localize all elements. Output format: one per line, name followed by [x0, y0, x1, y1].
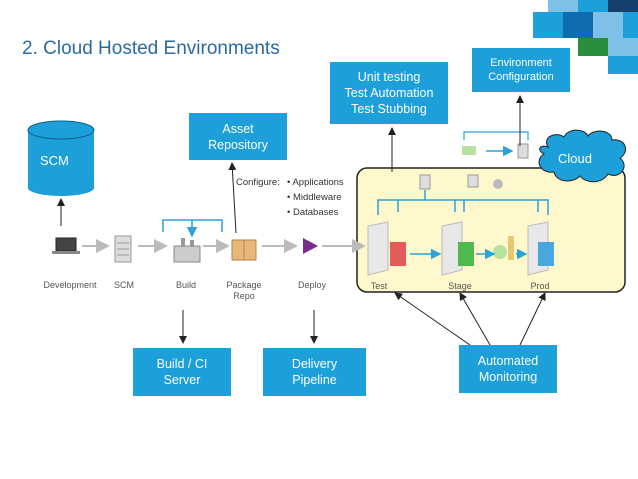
callout-line: Test Stubbing [351, 102, 427, 116]
environment-pipeline-contents [367, 174, 554, 276]
unit-testing-callout: Unit testing Test Automation Test Stubbi… [330, 62, 448, 124]
env-label-test: Test [370, 281, 388, 291]
step-label-scm: SCM [114, 280, 134, 290]
callout-line: Build / CI [156, 357, 208, 371]
callout-line: Configuration [488, 71, 554, 83]
scm-cylinder [27, 120, 95, 196]
cloud-label: Cloud [558, 151, 592, 166]
step-label-build: Build [175, 280, 196, 290]
configure-item: • Middleware [287, 192, 342, 203]
build-factory-icon [173, 238, 201, 263]
callout-line: Asset [222, 121, 254, 136]
automated-monitoring-callout: Automated Monitoring [459, 345, 557, 393]
development-laptop-icon [52, 237, 80, 254]
delivery-pipeline-callout: Delivery Pipeline [263, 348, 366, 396]
cloud-shape [538, 129, 627, 183]
callout-line: Repository [208, 137, 268, 152]
callout-line: Pipeline [292, 373, 337, 387]
step-label-package-repo: Package Repo [222, 280, 266, 302]
corner-decoration [533, 0, 638, 74]
package-box-icon [231, 239, 257, 261]
env-config-flow [462, 131, 529, 159]
env-label-prod: Prod [530, 281, 550, 291]
page-title: 2. Cloud Hosted Environments [22, 38, 280, 59]
callout-line: Automated [477, 354, 539, 368]
callout-line: Monitoring [478, 370, 538, 384]
step-label-development: Development [43, 280, 97, 290]
callout-line: Test Automation [344, 86, 434, 100]
callout-line: Server [163, 373, 201, 387]
asset-repository-callout: Asset Repository [189, 113, 287, 160]
scm-server-icon [114, 235, 132, 263]
build-ci-callout: Build / CI Server [133, 348, 231, 396]
step-label-deploy: Deploy [297, 280, 326, 290]
callout-line: Delivery [291, 357, 338, 371]
deploy-play-icon [303, 238, 318, 254]
scm-cylinder-label: SCM [40, 153, 69, 168]
env-label-stage: Stage [448, 281, 472, 291]
environment-configuration-callout: Environment Configuration [472, 48, 570, 92]
configure-label: Configure: [236, 177, 280, 188]
cloud-region [356, 167, 626, 293]
callout-line: Unit testing [357, 70, 421, 84]
step-label-line: Package [226, 280, 262, 290]
configure-list: • Applications • Middleware • Databases [287, 175, 344, 220]
configure-item: • Applications [287, 177, 344, 188]
callout-line: Environment [490, 57, 552, 69]
step-label-line: Repo [233, 291, 255, 301]
configure-item: • Databases [287, 207, 339, 218]
